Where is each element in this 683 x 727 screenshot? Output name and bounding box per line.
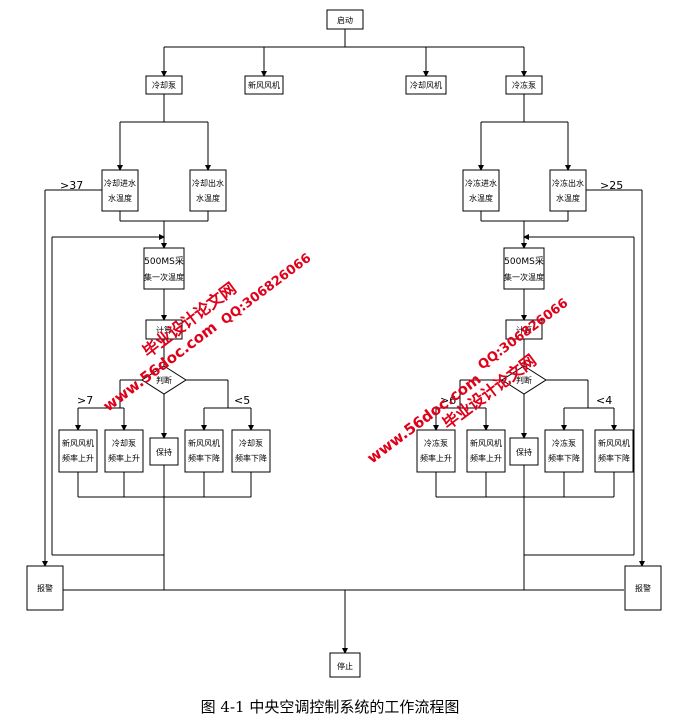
node-left-up-fan-label: 新风风机: [62, 438, 94, 448]
node-alarm-left: 报警: [26, 565, 64, 611]
node-left-up-fan: 新风风机 频率上升: [58, 429, 98, 473]
node-end: 停止: [329, 652, 361, 678]
node-judge-right-label: 判断: [516, 375, 532, 385]
node-right-keep: 保持: [509, 437, 539, 466]
node-sample-right-label: 500MS采: [504, 256, 544, 267]
node-compute-left-label: 计算: [156, 325, 172, 335]
node-right-down-pump-label-2: 频率下降: [548, 453, 580, 463]
node-fresh-fan: 新风风机: [244, 75, 284, 95]
node-chill-in-temp-label: 冷冻进水: [465, 178, 497, 188]
node-left-down-pump: 冷却泵 频率下降: [231, 429, 271, 473]
node-left-down-fan-label: 新风风机: [188, 438, 220, 448]
node-start: 启动: [326, 9, 364, 30]
node-right-up-pump: 冷冻泵 频率上升: [416, 429, 456, 473]
node-judge-left-label: 判断: [156, 375, 172, 385]
node-cooling-pump-label: 冷却泵: [152, 80, 176, 90]
node-compute-right: 计算: [505, 319, 543, 340]
node-start-label: 启动: [337, 15, 353, 25]
node-alarm-right: 报警: [624, 565, 662, 611]
node-left-up-fan-label-2: 频率上升: [62, 453, 94, 463]
edge-label-right-lt: <4: [596, 394, 612, 407]
node-cool-in-temp: 冷却进水 水温度: [101, 169, 139, 212]
node-cool-out-temp: 冷却出水 水温度: [189, 169, 227, 212]
node-compute-right-label: 计算: [516, 325, 532, 335]
node-chilled-pump-label: 冷冻泵: [512, 80, 536, 90]
node-left-keep: 保持: [149, 437, 179, 466]
connector-lines: [42, 29, 645, 654]
edge-label-left-lt: <5: [234, 394, 250, 407]
node-left-down-pump-label: 冷却泵: [239, 438, 263, 448]
node-right-up-pump-label-2: 频率上升: [420, 453, 452, 463]
node-return-fan-label: 冷却风机: [410, 80, 442, 90]
node-chill-in-temp-label-2: 水温度: [469, 193, 493, 203]
node-judge-right: 判断: [501, 365, 547, 395]
node-left-down-fan: 新风风机 频率下降: [184, 429, 224, 473]
node-cool-in-temp-label-2: 水温度: [108, 193, 132, 203]
node-left-up-pump: 冷却泵 频率上升: [104, 429, 144, 473]
node-compute-left: 计算: [145, 319, 183, 340]
node-chill-in-temp: 冷冻进水 水温度: [462, 169, 500, 212]
node-alarm-left-label: 报警: [37, 583, 53, 593]
node-right-down-fan-label-2: 频率下降: [598, 453, 630, 463]
node-cool-out-temp-label-2: 水温度: [196, 193, 220, 203]
node-chill-out-temp: 冷冻出水 水温度: [549, 169, 587, 212]
node-sample-left-label-2: 集一次温度: [144, 272, 184, 282]
node-chilled-pump: 冷冻泵: [505, 75, 543, 95]
node-right-down-pump-label: 冷冻泵: [552, 438, 576, 448]
node-sample-left-label: 500MS采: [144, 256, 184, 267]
node-left-up-pump-label: 冷却泵: [112, 438, 136, 448]
node-end-label: 停止: [337, 661, 353, 671]
node-left-down-fan-label-2: 频率下降: [188, 453, 220, 463]
edge-label-left-over: >37: [60, 179, 83, 192]
node-judge-left: 判断: [141, 365, 187, 395]
edge-label-right-gt: >6: [440, 394, 456, 407]
node-return-fan: 冷却风机: [405, 75, 447, 95]
figure-caption: 图 4-1 中央空调控制系统的工作流程图: [201, 698, 460, 716]
node-right-up-pump-label: 冷冻泵: [424, 438, 448, 448]
node-right-down-fan-label: 新风风机: [598, 438, 630, 448]
edge-label-left-gt: >7: [77, 394, 93, 407]
node-left-down-pump-label-2: 频率下降: [235, 453, 267, 463]
edge-label-right-over: >25: [600, 179, 623, 192]
node-left-keep-label: 保持: [156, 447, 172, 457]
node-right-keep-label: 保持: [516, 447, 532, 457]
node-sample-right: 500MS采 集一次温度: [503, 247, 545, 290]
node-chill-out-temp-label-2: 水温度: [556, 193, 580, 203]
node-sample-left: 500MS采 集一次温度: [143, 247, 185, 290]
node-right-up-fan-label: 新风风机: [470, 438, 502, 448]
node-cool-out-temp-label: 冷却出水: [192, 178, 224, 188]
node-left-up-pump-label-2: 频率上升: [108, 453, 140, 463]
node-sample-right-label-2: 集一次温度: [504, 272, 544, 282]
node-fresh-fan-label: 新风风机: [248, 80, 280, 90]
node-right-up-fan: 新风风机 频率上升: [466, 429, 506, 473]
node-chill-out-temp-label: 冷冻出水: [552, 178, 584, 188]
node-right-down-fan: 新风风机 频率下降: [594, 429, 634, 473]
node-alarm-right-label: 报警: [635, 583, 651, 593]
node-right-up-fan-label-2: 频率上升: [470, 453, 502, 463]
node-cool-in-temp-label: 冷却进水: [104, 178, 136, 188]
node-right-down-pump: 冷冻泵 频率下降: [544, 429, 584, 473]
node-cooling-pump: 冷却泵: [145, 75, 183, 95]
watermark-left: 毕业设计论文网 www.56doc.com QQ:306826066: [100, 251, 315, 415]
